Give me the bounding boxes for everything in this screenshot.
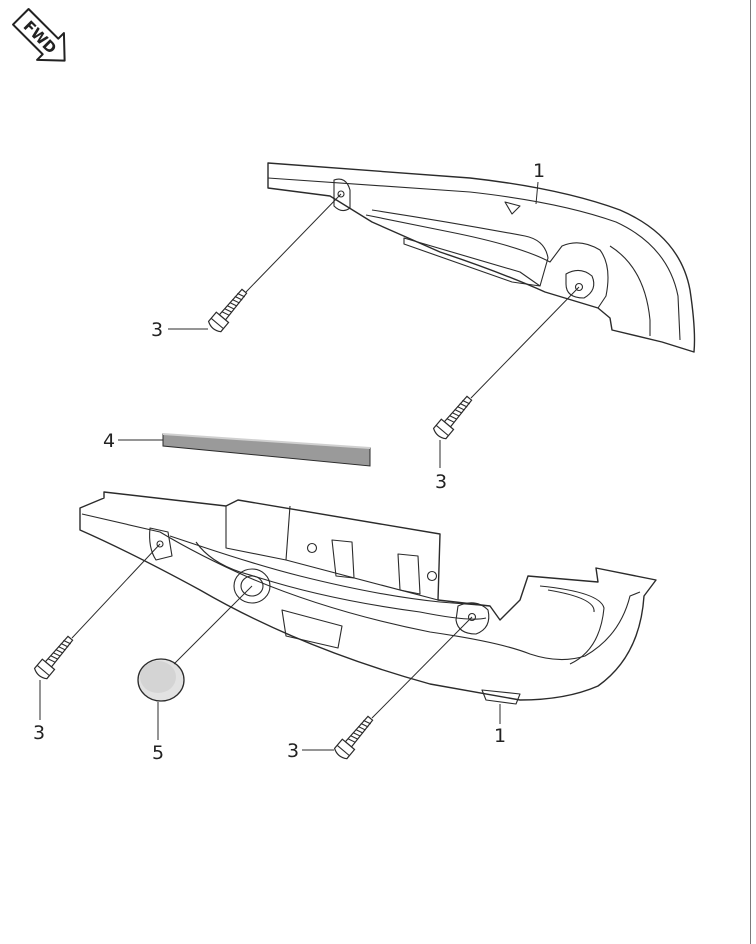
callout-screw-upper-left: 3 bbox=[151, 319, 163, 341]
callout-upper-guard: 1 bbox=[533, 160, 545, 182]
callout-screw-lower-center: 3 bbox=[287, 740, 299, 762]
callout-screw-upper-right: 3 bbox=[435, 471, 447, 493]
assembly-lines bbox=[71, 193, 580, 719]
callout-leaders bbox=[39, 181, 539, 751]
page-border bbox=[750, 0, 751, 944]
screw-upper-right bbox=[432, 395, 473, 440]
callout-screw-lower-left: 3 bbox=[33, 722, 45, 744]
callout-rubber-strip: 4 bbox=[103, 430, 115, 452]
screw-upper-left bbox=[207, 288, 248, 333]
cap-plug bbox=[137, 658, 185, 702]
rubber-strip bbox=[162, 433, 371, 467]
upper-chain-guard bbox=[267, 162, 696, 353]
callout-cap-plug: 5 bbox=[152, 742, 164, 764]
lower-chain-guard bbox=[79, 491, 657, 705]
screw-lower-left bbox=[33, 635, 74, 680]
fwd-arrow-icon: FWD bbox=[12, 8, 66, 62]
callout-lower-guard: 1 bbox=[494, 725, 506, 747]
screw-lower-center bbox=[333, 715, 374, 760]
